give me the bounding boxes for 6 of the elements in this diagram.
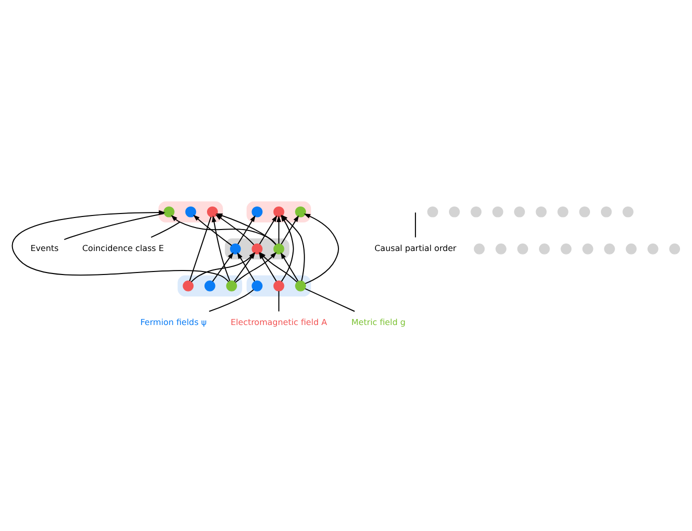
node-text: Events	[30, 243, 59, 254]
node-text: Coincidence class E	[82, 243, 164, 254]
node-text: Electromagnetic field A	[230, 317, 328, 328]
node-text: Fermion fields ψ	[140, 317, 207, 328]
node-text: Causal partial order	[374, 243, 456, 254]
node-text: Metric field g	[351, 317, 406, 328]
